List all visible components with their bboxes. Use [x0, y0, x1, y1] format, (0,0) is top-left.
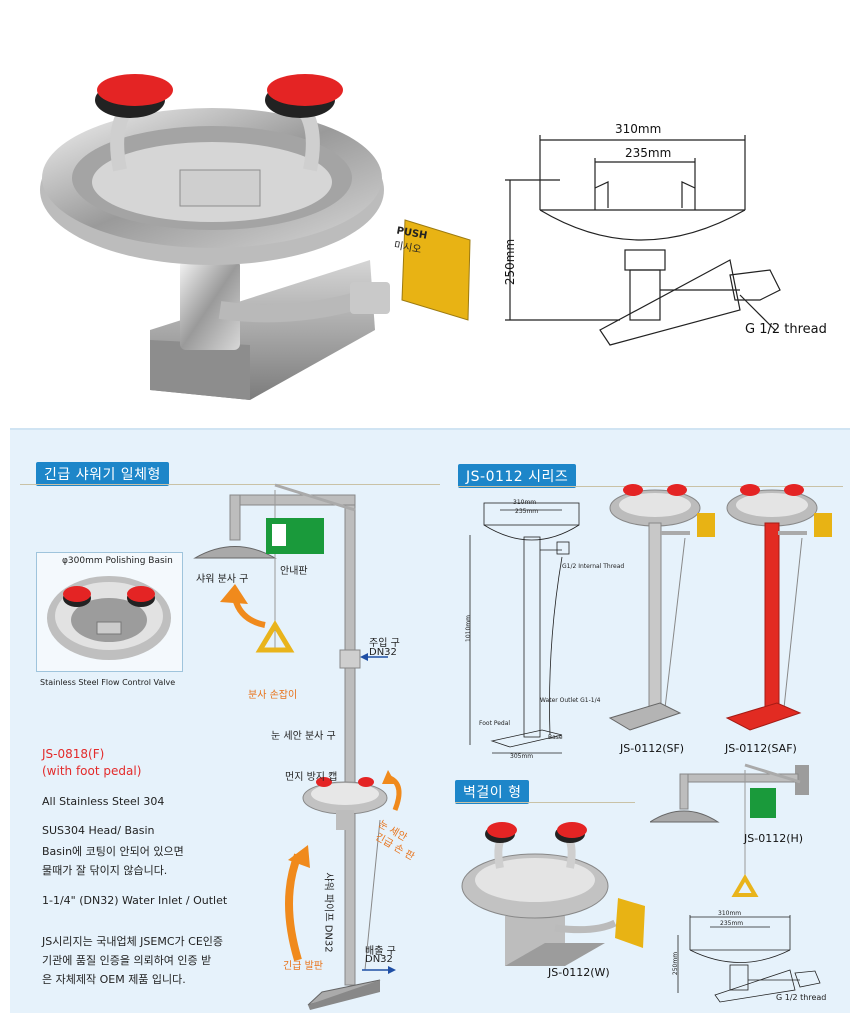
wall-thread: G 1/2 thread — [776, 993, 827, 1002]
series-foot: Foot Pedal — [479, 720, 511, 727]
series-dimension-drawing — [469, 502, 580, 754]
label-inlet: 주입 구 — [369, 638, 400, 649]
series-w2: 235mm — [515, 508, 539, 515]
spec-7: 기관에 품질 인증을 의뢰하여 인증 받 — [42, 954, 212, 967]
inset-basin-caption: Stainless Steel Flow Control Valve — [40, 678, 176, 687]
series-w1: 310mm — [513, 499, 537, 506]
model-js0112-h: JS-0112(H) — [744, 832, 804, 845]
inset-basin-image — [47, 576, 171, 660]
wall-w1: 310mm — [718, 910, 742, 917]
eyewash-dimension-drawing — [505, 135, 781, 346]
label-inlet-size: DN32 — [369, 647, 397, 658]
spec-1: All Stainless Steel 304 — [42, 795, 165, 808]
spec-4: 물때가 잘 닦이지 않습니다. — [42, 864, 168, 877]
eyewash-photo — [40, 74, 471, 400]
section-shower-rule — [20, 484, 440, 485]
unit-js0112-h — [650, 763, 809, 897]
series-height: 1010mm — [464, 615, 472, 642]
wall-dimension-drawing — [677, 915, 821, 1003]
spec-8: 은 자체제작 OEM 제품 입니다. — [42, 973, 186, 986]
label-shower-head: 샤워 분사 구 — [196, 574, 249, 585]
wall-h: 250mm — [672, 951, 680, 976]
series-base: Base — [548, 734, 563, 741]
model-js0818: JS-0818(F) — [42, 747, 105, 761]
wall-w2: 235mm — [720, 920, 744, 927]
spec-2: SUS304 Head/ Basin — [42, 824, 155, 837]
label-outlet: 배출 구 — [365, 946, 396, 957]
model-js0112-w: JS-0112(W) — [548, 966, 610, 979]
series-outlet: Water Outlet G1-1/4 — [540, 697, 601, 704]
label-dust-cap: 먼지 방지 캡 — [285, 772, 338, 783]
label-pull-handle: 분사 손잡이 — [248, 690, 298, 701]
model-js0818-note: (with foot pedal) — [42, 764, 142, 778]
unit-js0112-saf — [725, 484, 832, 731]
section-wall-title: 벽걸이 형 — [455, 780, 530, 804]
section-series-title: JS-0112 시리즈 — [458, 464, 577, 488]
spec-6: JS시리지는 국내업체 JSEMC가 CE인증 — [42, 935, 224, 948]
label-guide-sign: 안내판 — [280, 566, 308, 577]
dim-thread: G 1/2 thread — [745, 322, 827, 337]
push-sign-text: PUSH 미시오 — [393, 226, 428, 257]
section-series-rule — [458, 486, 843, 487]
section-shower-title: 긴급 샤워기 일체형 — [36, 462, 169, 486]
dim-inner: 235mm — [625, 146, 672, 160]
label-shower-pipe: 샤워 파이프 DN32 — [322, 872, 334, 953]
model-js0112-saf: JS-0112(SAF) — [725, 742, 797, 755]
series-internal: G1/2 Internal Thread — [562, 563, 625, 570]
series-base-width: 305mm — [510, 753, 534, 760]
spec-5: 1-1/4" (DN32) Water Inlet / Outlet — [42, 894, 228, 907]
dim-height: 250mm — [503, 238, 518, 286]
dim-width: 310mm — [615, 122, 662, 136]
label-eye-nozzle: 눈 세안 분사 구 — [271, 731, 336, 742]
unit-js0112-sf — [608, 484, 715, 731]
shower-unit-illustration — [193, 483, 402, 1010]
model-js0112-sf: JS-0112(SF) — [620, 742, 685, 755]
inset-basin-title: φ300mm Polishing Basin — [62, 556, 173, 566]
label-outlet-size: DN32 — [365, 954, 393, 965]
section-wall-rule — [455, 802, 635, 803]
unit-js0112-w — [461, 822, 645, 966]
label-foot-plate: 긴급 발판 — [283, 961, 323, 972]
spec-3: Basin에 코팅이 안되어 있으면 — [42, 845, 184, 858]
